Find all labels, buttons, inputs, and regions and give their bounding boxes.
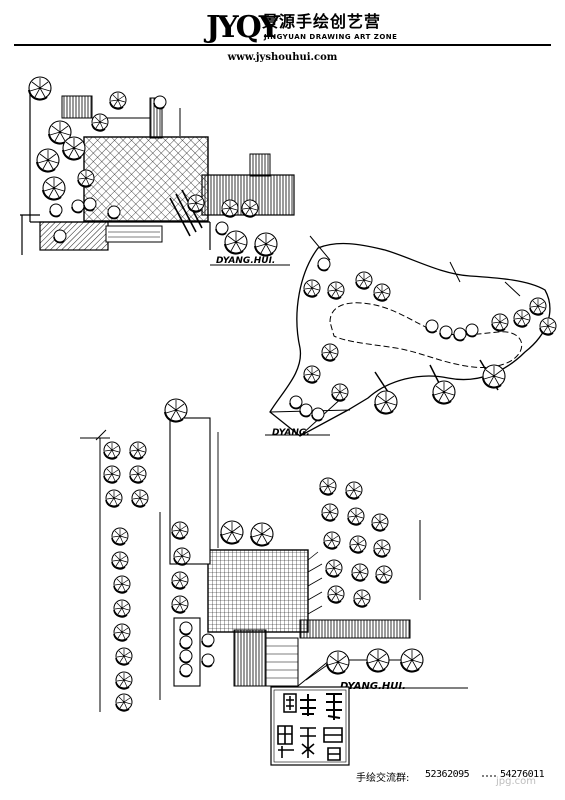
header-divider <box>14 44 551 46</box>
website-url: www.jyshouhui.com <box>227 52 338 63</box>
footer-number-1: 52362095 <box>425 769 470 780</box>
logo: JYQY 景源手绘创艺营 JINGYUAN DRAWING ART ZONE <box>206 10 397 46</box>
signature-plan-1: DYANG.HUI. <box>216 256 276 266</box>
watermark: jpg.com <box>496 776 537 787</box>
logo-english-subtitle: JINGYUAN DRAWING ART ZONE <box>264 33 398 41</box>
signature-plan-2: DYANG. <box>272 428 310 438</box>
logo-chinese-title: 景源手绘创艺营 <box>262 12 382 31</box>
signature-plan-3: DYANG.HUI. <box>340 681 406 692</box>
footer-separator <box>482 775 496 777</box>
footer-qq-group-label: 手绘交流群: <box>356 773 410 784</box>
plan-sketch-2 <box>265 235 557 437</box>
footer-number-2: 54276011 <box>500 769 545 780</box>
logo-mark: JYQY <box>206 10 280 45</box>
seal-stamp <box>270 686 350 766</box>
plan-sketch-3 <box>80 398 468 712</box>
plan-sketch-1 <box>20 76 295 266</box>
